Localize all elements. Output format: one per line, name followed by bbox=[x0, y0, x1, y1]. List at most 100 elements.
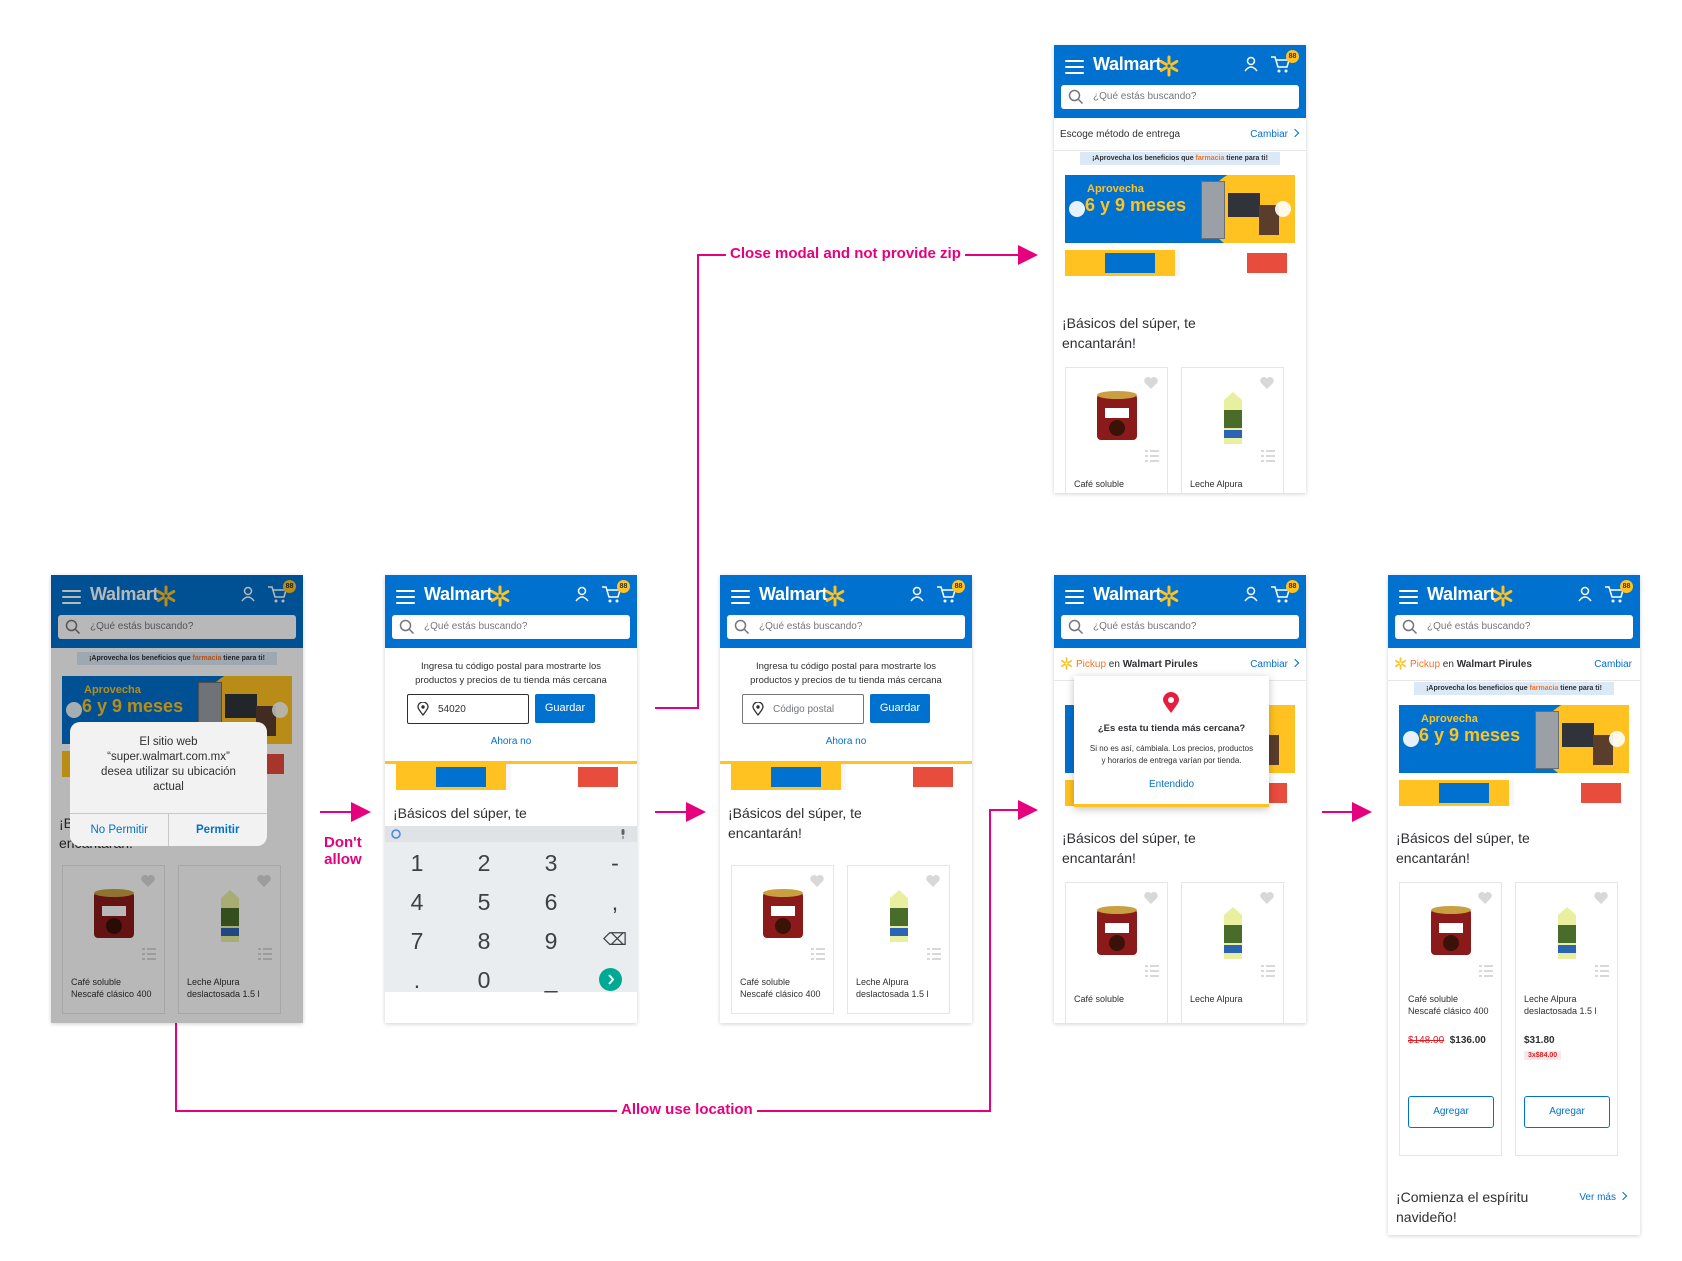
secondary-banner[interactable] bbox=[1399, 780, 1629, 806]
list-icon[interactable] bbox=[811, 948, 825, 960]
add-to-cart-button[interactable]: Agregar bbox=[1524, 1096, 1610, 1128]
list-icon[interactable] bbox=[1479, 965, 1493, 977]
list-icon[interactable] bbox=[142, 948, 156, 960]
not-now-link[interactable]: Ahora no bbox=[825, 736, 867, 747]
product-card[interactable]: Café soluble bbox=[1065, 882, 1168, 1023]
walmart-logo[interactable]: Walmart bbox=[90, 584, 159, 604]
key-period[interactable]: . bbox=[413, 967, 421, 993]
key-8[interactable]: 8 bbox=[477, 928, 491, 954]
account-icon[interactable] bbox=[239, 585, 257, 603]
allow-button[interactable]: Permitir bbox=[167, 813, 267, 846]
key-comma[interactable]: , bbox=[611, 889, 619, 915]
heart-icon[interactable] bbox=[925, 874, 941, 888]
heart-icon[interactable] bbox=[1143, 891, 1159, 905]
search-input[interactable]: ¿Qué estás buscando? bbox=[1395, 615, 1633, 639]
walmart-logo[interactable]: Walmart bbox=[1093, 54, 1162, 74]
key-4[interactable]: 4 bbox=[410, 889, 424, 915]
menu-icon[interactable] bbox=[731, 590, 750, 604]
list-icon[interactable] bbox=[1145, 450, 1159, 462]
walmart-logo[interactable]: Walmart bbox=[759, 584, 828, 604]
product-price: $148.00 $136.00 bbox=[1408, 1035, 1486, 1046]
account-icon[interactable] bbox=[573, 585, 591, 603]
not-now-link[interactable]: Ahora no bbox=[490, 736, 532, 747]
account-icon[interactable] bbox=[908, 585, 926, 603]
heart-icon[interactable] bbox=[1259, 891, 1275, 905]
go-key[interactable] bbox=[599, 968, 622, 991]
hero-banner[interactable]: Aprovecha 6 y 9 meses bbox=[1065, 175, 1295, 243]
product-card[interactable]: Leche Alpura bbox=[1181, 367, 1284, 493]
change-link[interactable]: Cambiar bbox=[1250, 658, 1300, 670]
promo-strip[interactable]: ¡Aprovecha los beneficios que farmacia t… bbox=[1406, 682, 1622, 695]
zip-input[interactable]: Código postal bbox=[742, 694, 864, 724]
save-button[interactable]: Guardar bbox=[870, 694, 930, 723]
list-icon[interactable] bbox=[258, 948, 272, 960]
understood-button[interactable]: Entendido bbox=[1148, 779, 1195, 790]
key-1[interactable]: 1 bbox=[410, 850, 424, 876]
key-space[interactable]: _ bbox=[544, 967, 558, 993]
promo-strip[interactable]: ¡Aprovecha los beneficios que farmacia t… bbox=[1072, 152, 1288, 165]
key-7[interactable]: 7 bbox=[410, 928, 424, 954]
key-dash[interactable]: - bbox=[611, 850, 619, 876]
walmart-logo[interactable]: Walmart bbox=[424, 584, 493, 604]
backspace-key[interactable]: ⌫ bbox=[602, 930, 628, 949]
coffee-can-image bbox=[1096, 391, 1137, 440]
heart-icon[interactable] bbox=[1593, 891, 1609, 905]
account-icon[interactable] bbox=[1242, 585, 1260, 603]
key-2[interactable]: 2 bbox=[477, 850, 491, 876]
menu-icon[interactable] bbox=[396, 590, 415, 604]
promo-strip[interactable]: ¡Aprovecha los beneficios que farmacia t… bbox=[69, 652, 285, 665]
save-button[interactable]: Guardar bbox=[535, 694, 595, 723]
search-input[interactable]: ¿Qué estás buscando? bbox=[1061, 85, 1299, 109]
heart-icon[interactable] bbox=[809, 874, 825, 888]
walmart-logo[interactable]: Walmart bbox=[1093, 584, 1162, 604]
add-to-cart-button[interactable]: Agregar bbox=[1408, 1096, 1494, 1128]
secondary-banner[interactable] bbox=[1065, 250, 1295, 276]
list-icon[interactable] bbox=[1261, 450, 1275, 462]
heart-icon[interactable] bbox=[1477, 891, 1493, 905]
change-link[interactable]: Cambiar bbox=[1250, 128, 1300, 140]
menu-icon[interactable] bbox=[1399, 590, 1418, 604]
microphone-icon[interactable] bbox=[619, 829, 627, 840]
account-icon[interactable] bbox=[1576, 585, 1594, 603]
change-link[interactable]: Cambiar bbox=[1594, 659, 1632, 670]
delivery-method-bar[interactable]: Escoge método de entrega Cambiar bbox=[1054, 118, 1306, 151]
search-input[interactable]: ¿Qué estás buscando? bbox=[727, 615, 965, 639]
list-icon[interactable] bbox=[927, 948, 941, 960]
secondary-banner[interactable] bbox=[396, 764, 626, 790]
see-more-link[interactable]: Ver más bbox=[1579, 1191, 1628, 1203]
pickup-store-bar[interactable]: Pickup en Walmart Pirules Cambiar bbox=[1388, 648, 1640, 681]
search-input[interactable]: ¿Qué estás buscando? bbox=[1061, 615, 1299, 639]
heart-icon[interactable] bbox=[256, 874, 272, 888]
product-card[interactable]: Café soluble bbox=[1065, 367, 1168, 493]
heart-icon[interactable] bbox=[1259, 376, 1275, 390]
heart-icon[interactable] bbox=[140, 874, 156, 888]
heart-icon[interactable] bbox=[1143, 376, 1159, 390]
key-6[interactable]: 6 bbox=[544, 889, 558, 915]
list-icon[interactable] bbox=[1595, 965, 1609, 977]
deny-button[interactable]: No Permitir bbox=[70, 813, 169, 846]
account-icon[interactable] bbox=[1242, 55, 1260, 73]
search-input[interactable]: ¿Qué estás buscando? bbox=[392, 615, 630, 639]
hero-banner[interactable]: Aprovecha 6 y 9 meses bbox=[1399, 705, 1629, 773]
menu-icon[interactable] bbox=[1065, 590, 1084, 604]
walmart-logo[interactable]: Walmart bbox=[1427, 584, 1496, 604]
zip-input[interactable]: 54020 bbox=[407, 694, 529, 724]
search-input[interactable]: ¿Qué estás buscando? bbox=[58, 615, 296, 639]
menu-icon[interactable] bbox=[1065, 60, 1084, 74]
screen-no-zip-home: Walmart 88 ¿Qué estás buscando? Escoge m… bbox=[1054, 45, 1306, 493]
key-3[interactable]: 3 bbox=[544, 850, 558, 876]
menu-icon[interactable] bbox=[62, 590, 81, 604]
key-0[interactable]: 0 bbox=[477, 967, 491, 993]
list-icon[interactable] bbox=[1261, 965, 1275, 977]
secondary-banner[interactable] bbox=[731, 764, 961, 790]
product-card[interactable]: Leche Alpura bbox=[1181, 882, 1284, 1023]
key-5[interactable]: 5 bbox=[477, 889, 491, 915]
list-icon[interactable] bbox=[1145, 965, 1159, 977]
key-9[interactable]: 9 bbox=[544, 928, 558, 954]
